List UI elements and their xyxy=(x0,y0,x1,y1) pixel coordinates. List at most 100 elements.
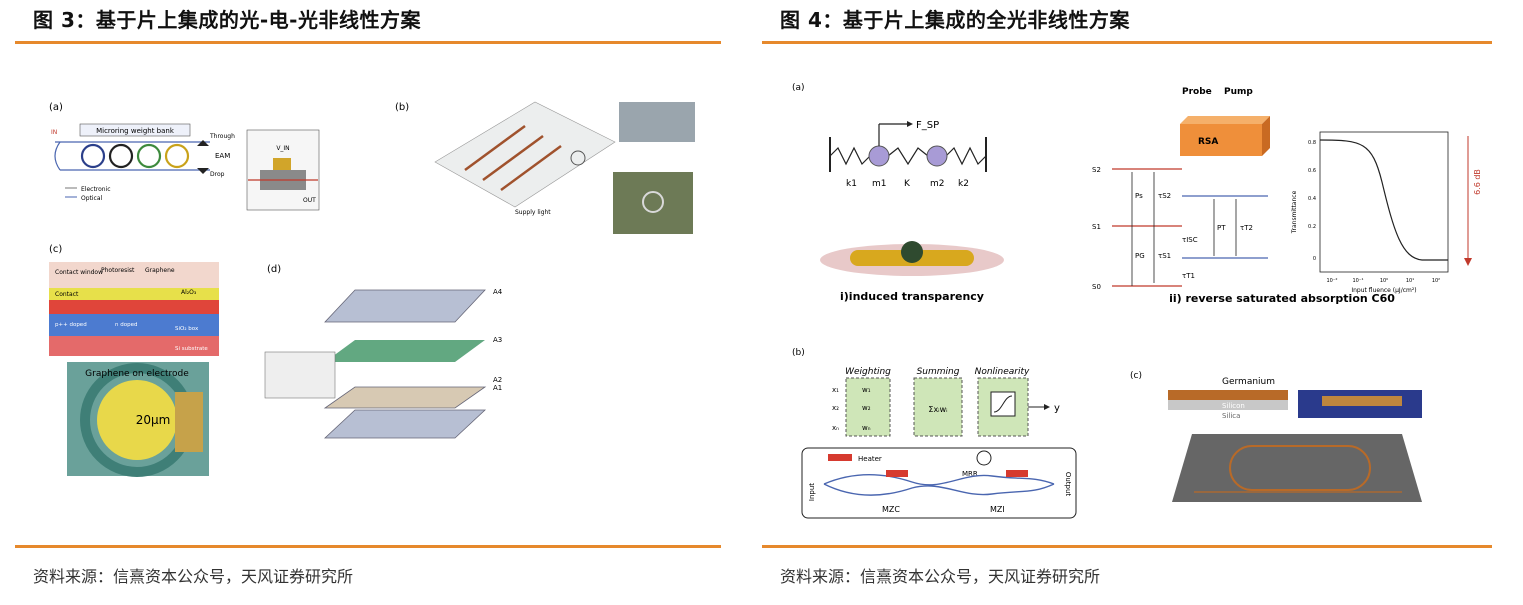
fig4-a-m1: m1 xyxy=(872,179,887,189)
fig4-a-s2: S2 xyxy=(1092,166,1101,174)
figure-4-column: 图 4：基于片上集成的全光非线性方案 (a) F_SP k1 m1 K xyxy=(762,0,1492,605)
fig4-b-wn: wₙ xyxy=(862,424,871,432)
fig4-b-y: y xyxy=(1054,403,1060,414)
fig4-panel-b: (b) Weighting Summing Nonlinearity Σxᵢwᵢ… xyxy=(792,348,1077,519)
figure-3-column: 图 3：基于片上集成的光-电-光非线性方案 (a) IN Microring w… xyxy=(15,0,721,605)
fig4-a-plot-ytick-0.4: 0.4 xyxy=(1308,196,1316,202)
fig4-a-plot-xlabel: Input fluence (μJ/cm²) xyxy=(1351,287,1416,294)
figure-4-svg: (a) F_SP k1 m1 K m2 k2 i)in xyxy=(792,83,1482,519)
figure-3-source: 资料来源：信熹资本公众号，天风证券研究所 xyxy=(33,567,354,586)
figure-3-svg: (a) IN Microring weight bank Through Dro… xyxy=(49,101,695,477)
fig4-a-ps: Ps xyxy=(1135,192,1143,200)
fig3-panel-c: (c) Contact window Photoresist Graphene … xyxy=(49,244,219,477)
fig3-c-substrate: Si substrate xyxy=(175,346,208,352)
figure-4-title: 图 4：基于片上集成的全光非线性方案 xyxy=(780,8,1130,32)
fig4-a-k1: k1 xyxy=(846,179,857,189)
fig3-c-contact: Contact xyxy=(55,291,79,298)
fig3-a-bank-title: Microring weight bank xyxy=(96,127,175,135)
fig4-a-plot-ytick-0.6: 0.6 xyxy=(1308,168,1316,174)
fig4-b-mrr: MRR xyxy=(962,470,978,478)
fig4-b-label: (b) xyxy=(792,348,805,358)
fig3-c-contact-window: Contact window xyxy=(55,269,103,276)
fig3-panel-b: (b) Supply light xyxy=(395,101,695,234)
fig3-a-through: Through xyxy=(209,133,235,140)
fig4-a-pg: PG xyxy=(1135,252,1145,260)
title-rule xyxy=(15,41,721,44)
fig3-c-scale: 20μm xyxy=(136,413,171,427)
fig4-a-plot-ylabel: Transmittance xyxy=(1291,190,1298,234)
fig4-a-pump: Pump xyxy=(1224,87,1253,97)
fig4-a-plot-ytick-0.2: 0.2 xyxy=(1308,224,1316,230)
fig4-a-db: 6.6 dB xyxy=(1473,169,1482,195)
fig3-b-supply: Supply light xyxy=(515,209,551,216)
fig3-c-label: (c) xyxy=(49,244,62,255)
fig3-a-out: OUT xyxy=(303,197,316,204)
fig4-a-plot-xtick-1: 10⁻² xyxy=(1326,278,1337,284)
fig4-b-w2: w₂ xyxy=(862,404,871,412)
fig4-b-x2: x₂ xyxy=(832,404,839,412)
fig3-d-layer-a1: A1 xyxy=(493,384,502,392)
fig3-a-vin: V_IN xyxy=(276,145,289,152)
fig4-a-plot-xtick-4: 10¹ xyxy=(1406,278,1414,284)
fig4-a-k2: k2 xyxy=(958,179,969,189)
fig4-b-nonlinearity: Nonlinearity xyxy=(975,367,1030,377)
fig3-a-label: (a) xyxy=(49,102,63,113)
fig4-panel-a-rsa: Probe Pump RSA S2 S1 S0 Ps τS2 xyxy=(1092,87,1395,305)
fig4-panel-c: (c) Germanium Silicon Silica xyxy=(1130,371,1422,502)
fig4-c-germanium: Germanium xyxy=(1222,377,1275,387)
fig4-b-out: Output xyxy=(1064,472,1072,497)
fig3-c-n-doped: n doped xyxy=(115,322,137,328)
fig4-b-input: Input xyxy=(808,483,816,501)
fig3-d-layer-a4: A4 xyxy=(493,288,503,296)
fig4-c-silicon: Silicon xyxy=(1222,402,1245,410)
fig3-d-layer-a2: A2 xyxy=(493,376,502,384)
fig3-d-label: (d) xyxy=(267,264,281,275)
fig4-a-caption-i: i)induced transparency xyxy=(840,290,984,303)
fig3-a-in: IN xyxy=(51,129,57,136)
fig4-b-x1: x₁ xyxy=(832,386,839,394)
fig4-a-tt2: τT2 xyxy=(1240,224,1253,232)
fig4-a-rsa: RSA xyxy=(1198,137,1218,147)
fig4-a-plot-ytick-0: 0 xyxy=(1313,256,1316,262)
fig4-b-xn: xₙ xyxy=(832,424,839,432)
fig3-c-box: SiO₂ box xyxy=(175,326,199,332)
fig3-c-p-doped: p++ doped xyxy=(55,322,87,328)
fig4-a-probe: Probe xyxy=(1182,87,1212,97)
fig4-a-K: K xyxy=(904,179,911,189)
fig4-a-caption-ii: ii) reverse saturated absorption C60 xyxy=(1169,292,1395,305)
fig3-b-label: (b) xyxy=(395,102,409,113)
fig4-a-ts1: τS1 xyxy=(1158,252,1171,260)
fig4-c-silica: Silica xyxy=(1222,412,1240,420)
fig4-a-ts2: τS2 xyxy=(1158,192,1171,200)
fig4-b-weighting: Weighting xyxy=(845,367,891,377)
fig4-a-plot-xtick-2: 10⁻¹ xyxy=(1352,278,1363,284)
figure-4-image: (a) F_SP k1 m1 K m2 k2 i)in xyxy=(762,62,1492,532)
fig4-a-plot-ytick-0.8: 0.8 xyxy=(1308,140,1316,146)
fig4-a-pt: PT xyxy=(1217,224,1226,232)
fig4-b-mzi: MZI xyxy=(990,505,1005,514)
fig3-a-eam: EAM xyxy=(215,152,230,160)
source-rule xyxy=(762,545,1492,548)
fig3-c-al2o3: Al₂O₃ xyxy=(181,289,197,296)
fig4-a-force: F_SP xyxy=(916,120,939,131)
fig4-a-tisc: τISC xyxy=(1182,236,1198,244)
figure-3-image: (a) IN Microring weight bank Through Dro… xyxy=(15,62,721,532)
fig3-a-drop: Drop xyxy=(210,171,225,178)
fig3-c-graphene-electrode: Graphene on electrode xyxy=(85,369,189,379)
fig4-a-s1: S1 xyxy=(1092,223,1101,231)
fig3-a-optical: Optical xyxy=(81,195,103,202)
figure-4-source: 资料来源：信熹资本公众号，天风证券研究所 xyxy=(780,567,1101,586)
fig4-b-w1: w₁ xyxy=(862,386,871,394)
fig4-a-plot-xtick-5: 10² xyxy=(1432,278,1440,284)
fig4-panel-a: (a) F_SP k1 m1 K m2 k2 i)in xyxy=(792,83,1004,303)
fig3-c-graphene: Graphene xyxy=(145,267,175,274)
fig4-a-s0: S0 xyxy=(1092,283,1101,291)
fig4-a-m2: m2 xyxy=(930,179,945,189)
figure-3-title: 图 3：基于片上集成的光-电-光非线性方案 xyxy=(33,8,421,32)
fig4-panel-a-plot: Transmittance Input fluence (μJ/cm²) 0.8… xyxy=(1291,131,1482,294)
fig3-panel-d: (d) A4 A3 A2 A1 xyxy=(264,264,503,439)
fig4-a-plot-xtick-3: 10⁰ xyxy=(1380,278,1388,284)
fig3-panel-a: (a) IN Microring weight bank Through Dro… xyxy=(49,102,320,211)
fig4-a-tt1: τT1 xyxy=(1182,272,1195,280)
title-rule xyxy=(762,41,1492,44)
